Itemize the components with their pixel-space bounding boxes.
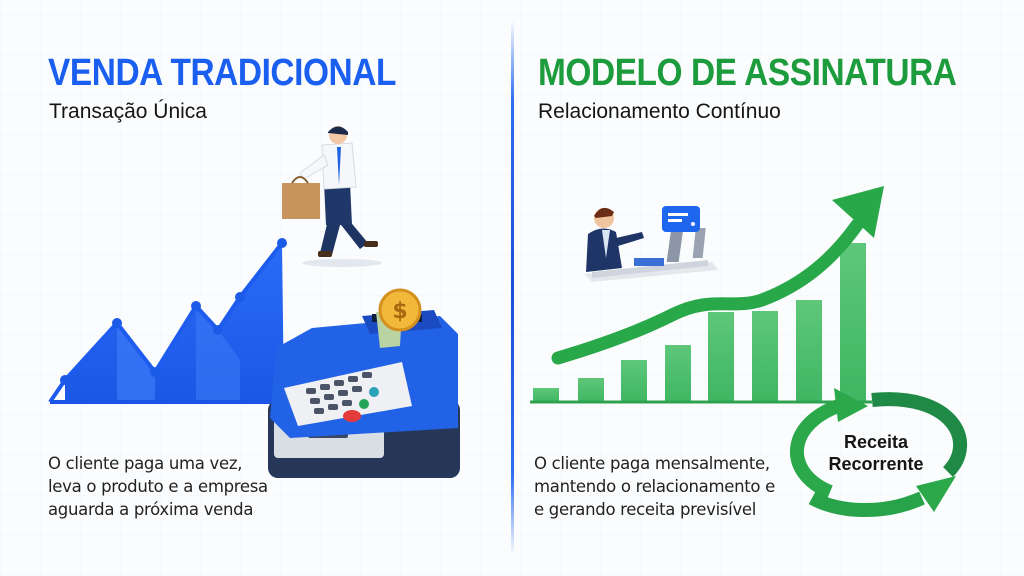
description-line: O cliente paga uma vez, — [48, 454, 243, 473]
cash-register-icon: $ — [268, 288, 460, 478]
description-line: aguarda a próxima venda — [48, 500, 254, 519]
subscription-model-title: MODELO DE ASSINATURA — [538, 52, 957, 94]
cycle-label-line: Receita — [843, 432, 909, 452]
green-growth-chart-icon — [530, 186, 884, 404]
recurring-revenue-cycle-icon — [790, 388, 968, 518]
traditional-sale-description: O cliente paga uma vez, leva o produto e… — [48, 452, 268, 521]
panel-divider — [511, 20, 514, 555]
description-line: mantendo o relacionamento e — [534, 477, 776, 496]
description-line: e gerando receita previsível — [534, 500, 757, 519]
traditional-sale-subtitle: Transação Única — [49, 100, 207, 123]
traditional-sale-panel: VENDA TRADICIONAL Transação Única — [48, 52, 460, 521]
svg-text:$: $ — [392, 299, 407, 324]
recurring-revenue-label: Receita Recorrente — [806, 431, 946, 475]
traditional-sale-title: VENDA TRADICIONAL — [48, 52, 396, 94]
cycle-label-line: Recorrente — [828, 454, 924, 474]
subscription-model-panel: MODELO DE ASSINATURA Relacionamento Cont… — [512, 0, 1024, 576]
description-line: O cliente paga mensalmente, — [534, 454, 770, 473]
businessman-at-desk-icon — [584, 206, 718, 282]
subscription-model-description: O cliente paga mensalmente, mantendo o r… — [534, 452, 775, 521]
man-with-shopping-bag-icon — [282, 126, 382, 267]
blue-zigzag-chart-icon — [48, 238, 287, 404]
description-line: leva o produto e a empresa — [48, 477, 268, 496]
subscription-model-subtitle: Relacionamento Contínuo — [538, 100, 781, 123]
